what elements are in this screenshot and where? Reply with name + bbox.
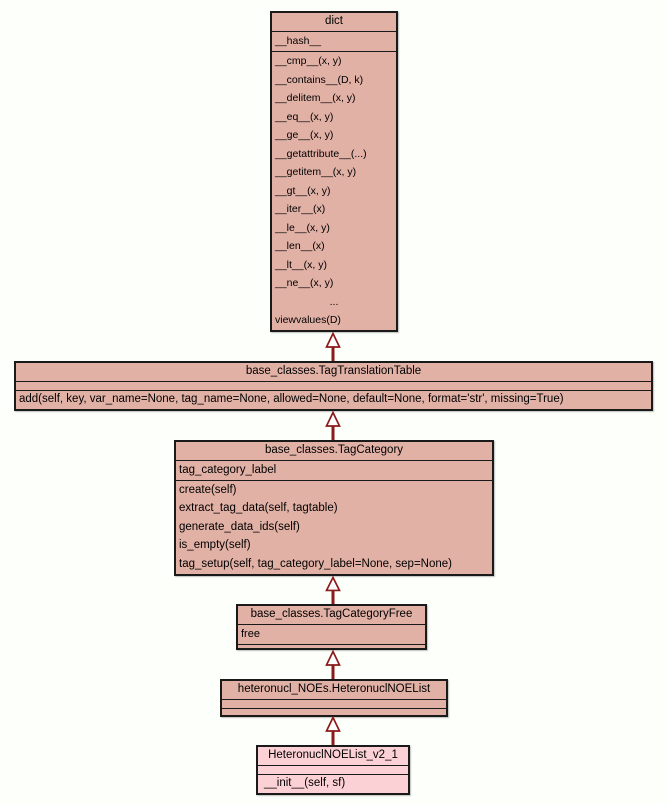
class-box-heteronucl-noe-list-v2-1: HeteronuclNOEList_v2_1 __init__(self, sf… <box>256 745 410 795</box>
method-row: __init__(self, sf) <box>264 777 346 790</box>
method-row: __getitem__(x, y) <box>275 166 357 179</box>
method-row: __getattribute__(...) <box>275 147 367 160</box>
class-attributes: tag_category_label <box>176 461 492 481</box>
method-row: create(self) <box>179 483 237 496</box>
inheritance-arrow <box>325 576 341 604</box>
inheritance-arrow <box>325 650 341 679</box>
class-box-tag-translation-table: base_classes.TagTranslationTable add(sel… <box>14 361 653 411</box>
method-row: add(self, key, var_name=None, tag_name=N… <box>19 393 564 406</box>
inheritance-arrow <box>325 332 341 361</box>
class-box-tag-category-free: base_classes.TagCategoryFree free <box>236 604 427 650</box>
method-row: ... <box>329 295 339 308</box>
class-title: base_classes.TagCategoryFree <box>238 606 425 625</box>
class-attributes: __hash__ <box>272 32 396 52</box>
method-row: __ge__(x, y) <box>275 129 334 142</box>
class-title: dict <box>272 13 396 32</box>
method-row: __delitem__(x, y) <box>275 92 356 105</box>
method-row: __eq__(x, y) <box>275 110 334 123</box>
method-row: generate_data_ids(self) <box>179 520 300 533</box>
attribute-row: free <box>241 628 260 640</box>
class-title: base_classes.TagTranslationTable <box>16 363 651 382</box>
method-row: __ne__(x, y) <box>275 277 334 290</box>
method-row: is_empty(self) <box>179 539 251 552</box>
method-row: viewvalues(D) <box>275 314 341 327</box>
method-row: __contains__(D, k) <box>275 73 364 86</box>
class-title: base_classes.TagCategory <box>176 442 492 461</box>
class-methods <box>222 709 446 715</box>
class-methods: create(self) extract_tag_data(self, tagta… <box>176 481 492 574</box>
class-box-heteronucl-noe-list: heteronucl_NOEs.HeteronuclNOEList <box>220 679 448 717</box>
method-row: tag_setup(self, tag_category_label=None,… <box>179 557 452 570</box>
class-attributes <box>16 382 651 391</box>
class-methods <box>238 645 425 648</box>
attribute-row: __hash__ <box>275 35 322 48</box>
class-methods: add(self, key, var_name=None, tag_name=N… <box>16 391 651 409</box>
class-box-dict: dict __hash__ __cmp__(x, y) __contains__(… <box>270 11 398 332</box>
class-attributes <box>222 700 446 709</box>
method-row: __len__(x) <box>275 240 325 253</box>
inheritance-arrow <box>325 716 341 745</box>
class-attributes: free <box>238 625 425 645</box>
class-attributes <box>258 766 408 775</box>
class-methods: __cmp__(x, y) __contains__(D, k) __delitem… <box>272 52 396 330</box>
method-row: extract_tag_data(self, tagtable) <box>179 502 338 515</box>
class-methods: __init__(self, sf) <box>258 775 408 793</box>
class-title: HeteronuclNOEList_v2_1 <box>258 747 408 766</box>
method-row: __gt__(x, y) <box>275 184 331 197</box>
inheritance-arrow <box>325 411 341 440</box>
class-title: heteronucl_NOEs.HeteronuclNOEList <box>222 681 446 700</box>
method-row: __iter__(x) <box>275 203 326 216</box>
attribute-row: tag_category_label <box>179 463 277 476</box>
method-row: __lt__(x, y) <box>275 258 327 271</box>
method-row: __le__(x, y) <box>275 221 330 234</box>
method-row: __cmp__(x, y) <box>275 55 342 68</box>
class-box-tag-category: base_classes.TagCategory tag_category_la… <box>174 440 494 576</box>
